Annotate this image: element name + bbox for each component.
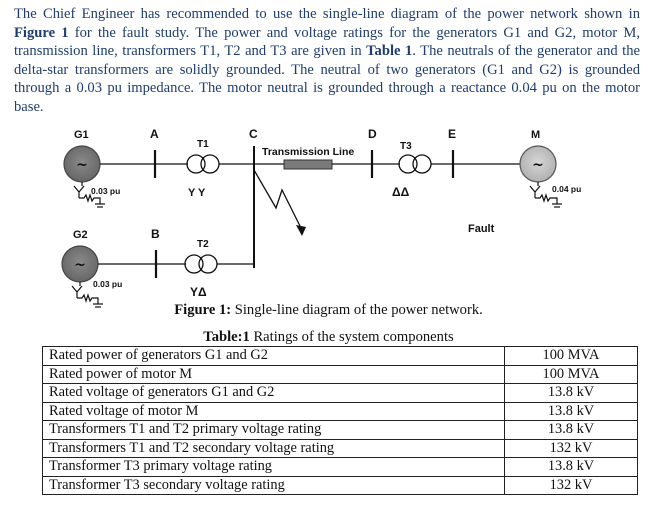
row-name: Rated voltage of motor M — [42, 401, 505, 421]
table-row: Transformers T1 and T2 primary voltage r… — [42, 420, 638, 440]
motor-impedance: 0.04 pu — [552, 184, 581, 194]
single-line-diagram: G1 ~ 0.03 pu A T1 Y Y C Transmission Lin… — [61, 127, 581, 308]
t2-connection: YΔ — [190, 285, 207, 299]
bus-a-label: A — [150, 127, 159, 141]
gen2-symbol: ~ — [74, 257, 86, 273]
t1-connection: Y Y — [188, 187, 206, 199]
row-value: 13.8 kV — [504, 383, 638, 403]
motor-label: M — [531, 129, 540, 141]
t3-label: T3 — [400, 141, 412, 152]
row-name: Rated power of motor M — [42, 364, 505, 384]
row-name: Transformers T1 and T2 primary voltage r… — [42, 420, 505, 440]
row-name: Transformers T1 and T2 secondary voltage… — [42, 438, 505, 458]
row-value: 13.8 kV — [504, 401, 638, 421]
figure-caption-label: Figure 1: — [174, 302, 232, 318]
gen1-ground — [73, 182, 105, 208]
gen2-label: G2 — [73, 229, 88, 241]
row-value: 13.8 kV — [504, 457, 638, 477]
row-value: 132 kV — [504, 438, 638, 458]
row-name: Rated power of generators G1 and G2 — [42, 346, 505, 366]
intro-text-2: for the fault study. The power and volta… — [14, 24, 640, 60]
transformer-t2-secondary — [198, 254, 218, 274]
table-row: Transformers T1 and T2 secondary voltage… — [42, 438, 638, 458]
bus-e-label: E — [448, 127, 456, 141]
gen2-ground — [71, 282, 103, 308]
transformer-t3-primary — [398, 154, 418, 174]
t1-label: T1 — [197, 139, 209, 150]
row-name: Transformer T3 primary voltage rating — [42, 457, 505, 477]
motor-ground — [529, 182, 562, 208]
row-name: Transformer T3 secondary voltage rating — [42, 475, 505, 495]
line-label: Transmission Line — [262, 146, 354, 158]
row-value: 100 MVA — [504, 364, 638, 384]
row-value: 132 kV — [504, 475, 638, 495]
bus-d-label: D — [368, 127, 377, 141]
bus-c-label: C — [249, 127, 258, 141]
table-caption-label: Table:1 — [203, 329, 250, 345]
transformer-t3-secondary — [412, 154, 432, 174]
t2-label: T2 — [197, 239, 209, 250]
table-caption: Table:1 Ratings of the system components — [0, 329, 657, 346]
fault-arrow — [253, 169, 306, 236]
row-value: 13.8 kV — [504, 420, 638, 440]
table-reference: Table 1 — [366, 43, 413, 60]
motor-symbol: ~ — [532, 157, 544, 173]
transformer-t2-primary — [184, 254, 204, 274]
intro-text-3: . The neutrals of the generator and the … — [14, 43, 641, 115]
fault-label: Fault — [468, 223, 495, 235]
transformer-t1-secondary — [200, 154, 220, 174]
figure-caption-text: Single-line diagram of the power network… — [231, 302, 483, 318]
gen1-label: G1 — [74, 129, 89, 141]
transformer-t1-primary — [186, 154, 206, 174]
gen2-impedance: 0.03 pu — [93, 279, 122, 289]
figure-reference: Figure 1 — [14, 24, 69, 41]
table-caption-text: Ratings of the system components — [249, 329, 454, 345]
figure-caption: Figure 1: Single-line diagram of the pow… — [0, 302, 657, 319]
row-name: Rated voltage of generators G1 and G2 — [42, 383, 505, 403]
t3-connection: ΔΔ — [392, 185, 410, 199]
gen1-impedance: 0.03 pu — [91, 186, 120, 196]
problem-statement: The Chief Engineer has recommended to us… — [14, 5, 640, 117]
intro-text-1: The Chief Engineer has recommended to us… — [14, 6, 640, 22]
gen1-symbol: ~ — [76, 157, 88, 173]
bus-b-label: B — [151, 227, 160, 241]
transmission-line — [283, 159, 333, 170]
row-value: 100 MVA — [504, 346, 638, 366]
